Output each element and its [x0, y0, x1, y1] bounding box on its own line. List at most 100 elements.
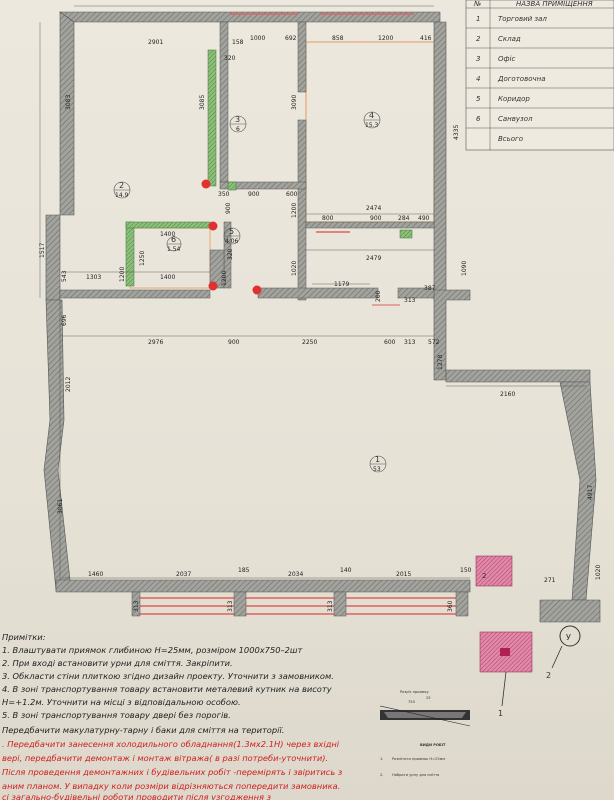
dim-top-4: 858	[332, 35, 344, 42]
pink-fixture-tag: 2	[482, 572, 486, 580]
legend-item-1: Розмітити приямок H=25мм	[392, 757, 445, 761]
dims-bottom: 1460 2037 185 2034 140 2015 150 271 313 …	[88, 567, 556, 612]
table-row-2-name: Склад	[498, 35, 521, 43]
dim-top-2: 1000	[250, 35, 265, 42]
dim-bottom-6: 150	[460, 567, 472, 574]
dim-mid-15: 2474	[366, 205, 381, 212]
notes-line-6: 5. В зоні транспортування товару двері б…	[2, 710, 231, 720]
dim-bottom-1: 2037	[176, 571, 191, 578]
dim-mid-23: 1179	[334, 281, 349, 288]
notes-heading: Примітки:	[2, 632, 46, 642]
callout-1: 1	[498, 709, 503, 718]
dim-mid-7: 1400	[160, 231, 175, 238]
dim-bottom-mark-1: 313	[227, 600, 234, 612]
table-row-6-name: Санвузол	[498, 115, 533, 123]
legend-750: 750	[408, 700, 416, 704]
dim-left-0: 3083	[65, 95, 72, 110]
fixture-pink-1	[475, 555, 513, 587]
fixture-pink-2-mark	[500, 648, 510, 656]
table-total: Всього	[498, 135, 523, 143]
dim-mid-32: 572	[428, 339, 440, 346]
legend-25: 25	[426, 696, 431, 700]
room-2-area: 14.9	[115, 192, 129, 199]
marker-note: У	[566, 633, 571, 642]
room-marker-5: 5 4.06	[223, 227, 241, 245]
dim-bottom-mark-3: 360	[447, 600, 454, 612]
dim-bottom-0: 1460	[88, 571, 103, 578]
room-marker-6: 6 1.54	[166, 235, 182, 253]
dim-mid-19: 490	[418, 215, 430, 222]
dim-mid-25: 313	[404, 297, 416, 304]
dim-mid-0: 320	[224, 55, 236, 62]
dim-mid-9: 320	[227, 248, 234, 260]
dim-mid-31: 313	[404, 339, 416, 346]
notes-line-2: 2. При вході встановити урни для сміття.…	[2, 658, 233, 668]
legend-title: Розріз приямку	[400, 690, 430, 694]
dim-left-1: 1517	[39, 243, 46, 258]
dim-mid-27: 2976	[148, 339, 163, 346]
dim-mid-10: 1250	[139, 251, 146, 266]
dim-mid-1: 3085	[199, 95, 206, 110]
callouts: У 2 1	[498, 625, 581, 718]
dim-bottom-mark-0: 313	[133, 600, 140, 612]
room-4-outline	[305, 41, 435, 223]
notes-red-1: . Передбачити занесення холодильного обл…	[2, 739, 340, 749]
dim-top-0: 2901	[148, 39, 163, 46]
dims-right: 4917 1020	[587, 485, 602, 580]
dim-mid-35: 4335	[453, 125, 460, 140]
room-3-num: 3	[235, 115, 240, 124]
room-4-area: 15.3	[365, 122, 379, 129]
notes-line-1: 1. Влаштувати приямок глибиною H=25мм, р…	[2, 645, 304, 655]
dim-mid-17: 900	[370, 215, 382, 222]
room-2-num: 2	[119, 181, 124, 190]
notes-red-3: Після проведення демонтажних і будівельн…	[2, 767, 343, 777]
table-row-3-num: 3	[476, 55, 480, 63]
room-4-num: 4	[369, 111, 374, 120]
table-row-4-name: Доготовочна	[497, 75, 545, 83]
dimension-lines	[39, 5, 586, 580]
dim-mid-16: 800	[322, 215, 334, 222]
room-5-area: 4.06	[225, 238, 239, 245]
notes-line-3: 3. Обкласти стіни плиткою згідно дизайн …	[2, 671, 334, 681]
dim-left-4: 2012	[65, 377, 72, 392]
table-header-name: НАЗВА ПРИМІЩЕННЯ	[516, 0, 593, 8]
dim-top-1: 158	[232, 39, 244, 46]
dim-mid-14: 1200	[221, 271, 228, 286]
room-markers: 1 53 2 14.9 3 6 4 15.3 5 4.06	[113, 111, 387, 473]
dim-mid-26: 387	[424, 285, 436, 292]
dim-mid-34: 2160	[500, 391, 515, 398]
table-row-6-num: 6	[476, 115, 481, 123]
table-row-3-name: Офіс	[498, 55, 515, 63]
dim-top-3: 692	[285, 35, 297, 42]
dim-mid-33: 1278	[437, 355, 444, 370]
interior-walls	[59, 21, 435, 301]
dims-mid: 320 3085 3090 350 900 600 1200 1400 900 …	[86, 55, 515, 398]
table-row-5-name: Коридор	[498, 95, 530, 103]
table-row-1-name: Торговий зал	[498, 15, 547, 23]
dim-top-6: 416	[420, 35, 432, 42]
notes-line-5: Н=+1.2м. Уточнити на місці з відповідаль…	[2, 697, 241, 707]
bottom-columns	[131, 591, 469, 617]
dim-mid-5: 600	[286, 191, 298, 198]
dim-top-5: 1200	[378, 35, 393, 42]
dim-bottom-3: 2034	[288, 571, 303, 578]
dim-bottom-4: 140	[340, 567, 352, 574]
dim-mid-22: 1090	[461, 261, 468, 276]
dim-left-5: 3061	[57, 499, 64, 514]
room-marker-3: 3 6	[229, 115, 247, 133]
dims-left: 3083 1517 543 696 2012 3061	[39, 95, 72, 514]
dim-mid-2: 3090	[291, 95, 298, 110]
dim-mid-20: 2479	[366, 255, 381, 262]
dim-mid-6: 1200	[291, 203, 298, 218]
notes-line-4: 4. В зоні транспортування товару встанов…	[2, 684, 332, 694]
legend-heading: ВИДИ РОБІТ	[420, 743, 446, 747]
table-row-1-num: 1	[476, 15, 480, 23]
dim-bottom-2: 185	[238, 567, 250, 574]
table-row-5-num: 5	[476, 95, 481, 103]
dim-right-1: 1020	[595, 565, 602, 580]
dim-mid-18: 284	[398, 215, 410, 222]
legend-item-2: Набрати урну для сміття	[392, 773, 439, 777]
dim-mid-8: 900	[225, 202, 232, 214]
